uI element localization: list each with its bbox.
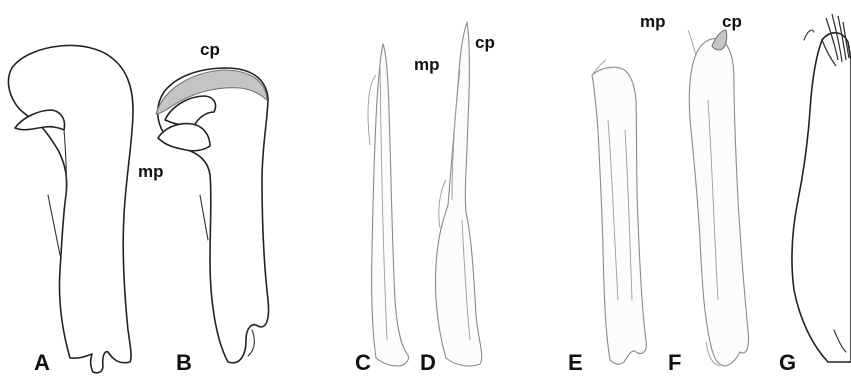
- label-f-mp: mp: [640, 12, 666, 31]
- specimen-a-drawing: [8, 46, 133, 373]
- panel-label-d: D: [420, 350, 436, 375]
- specimen-e-drawing: [592, 60, 646, 364]
- label-d-mp: mp: [414, 55, 440, 74]
- label-f-cp: cp: [722, 12, 742, 31]
- specimen-c-drawing: [368, 44, 408, 366]
- panel-label-b: B: [176, 350, 192, 375]
- specimen-b-drawing: [156, 68, 269, 363]
- panel-label-g: G: [779, 350, 796, 375]
- specimen-f-drawing: [688, 30, 749, 366]
- label-b-mp: mp: [138, 162, 164, 181]
- panel-label-f: F: [668, 350, 681, 375]
- label-d-cp: cp: [475, 33, 495, 52]
- panel-label-e: E: [568, 350, 583, 375]
- label-b-cp: cp: [200, 40, 220, 59]
- specimen-g-drawing: [792, 14, 851, 362]
- panel-label-c: C: [355, 350, 371, 375]
- specimen-d-drawing: [435, 22, 481, 366]
- panel-label-a: A: [34, 350, 50, 375]
